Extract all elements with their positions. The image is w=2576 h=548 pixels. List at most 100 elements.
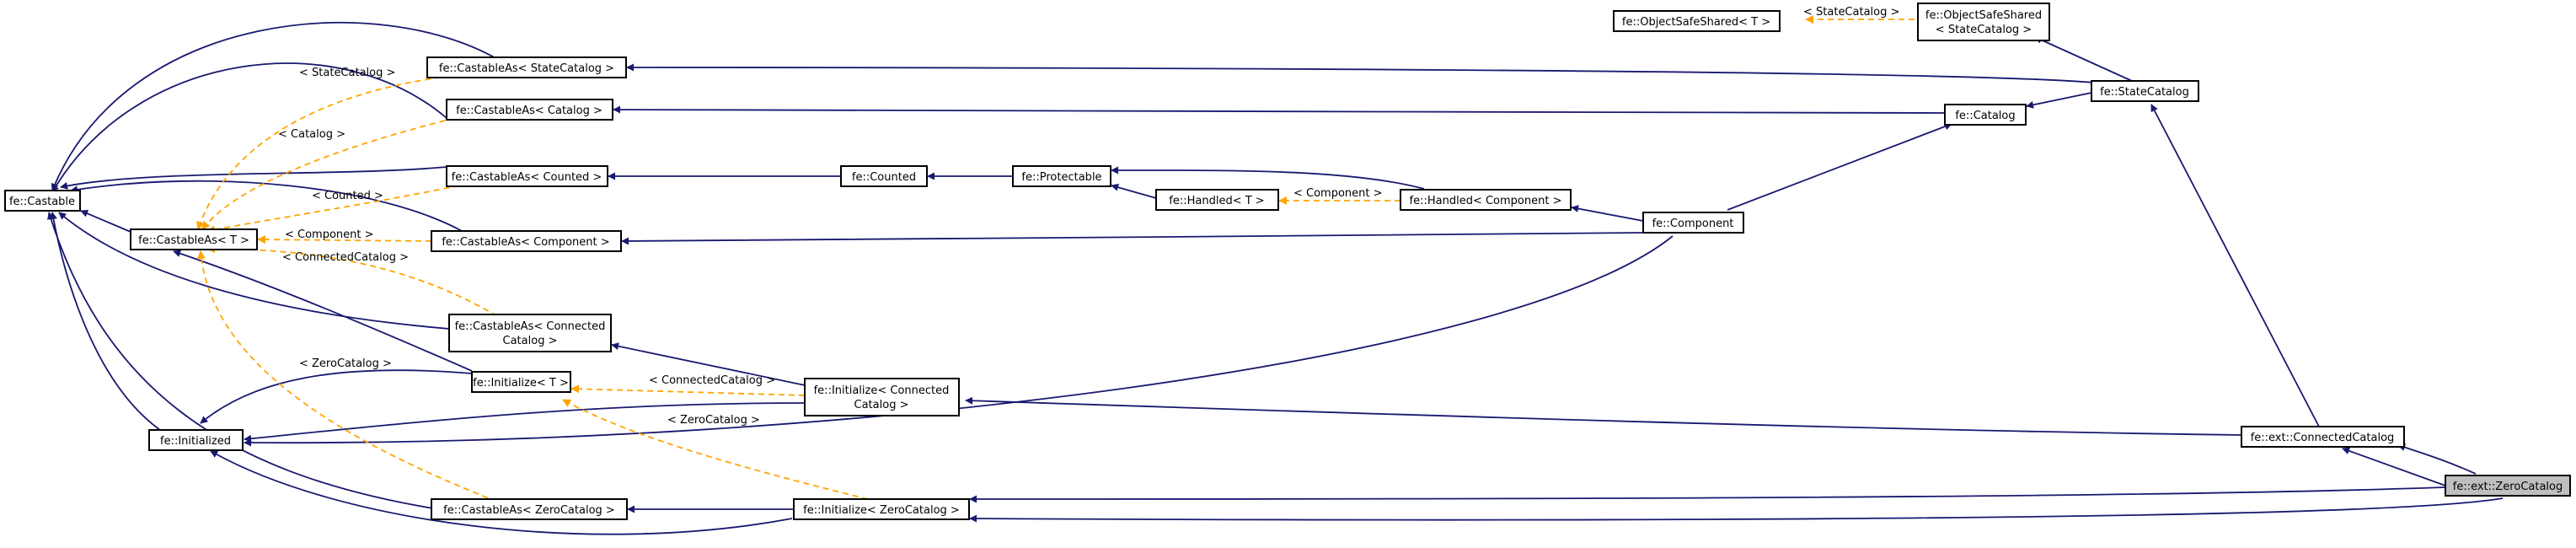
node-initialized-label: fe::Initialized	[160, 435, 231, 448]
node-handled-component[interactable]: fe::Handled< Component >	[1400, 189, 1572, 211]
tedge-init-connected-to-initialize-t	[570, 384, 806, 396]
edge-handled-t-to-protectable	[1111, 183, 1157, 199]
tedge-ca-catalog-to-castableas-t	[201, 117, 456, 230]
edge-initialized-to-castable	[50, 212, 161, 431]
node-connectedcatalog-label: fe::ext::ConnectedCatalog	[2251, 432, 2395, 444]
edge-ca-zerocatalog-to-castable	[47, 212, 439, 510]
edge-catalog-to-ca-catalog	[613, 105, 1946, 114]
node-handled-component-label: fe::Handled< Component >	[1410, 195, 1562, 207]
node-ca-connected[interactable]: fe::CastableAs< Connected Catalog >	[448, 314, 612, 352]
node-protectable[interactable]: fe::Protectable	[1012, 165, 1111, 187]
node-objectsafeshared-t[interactable]: fe::ObjectSafeShared< T >	[1613, 10, 1781, 32]
node-castable-label: fe::Castable	[9, 196, 75, 208]
node-castableas-t-label: fe::CastableAs< T >	[138, 234, 249, 247]
node-protectable-label: fe::Protectable	[1021, 171, 1101, 184]
edge-ca-catalog-to-castable	[51, 62, 447, 193]
edge-ca-counted-to-castable	[60, 166, 447, 190]
node-ca-catalog-label: fe::CastableAs< Catalog >	[456, 105, 602, 117]
node-initialized[interactable]: fe::Initialized	[148, 429, 244, 451]
tedge-ca-connected-to-castableas-t	[206, 244, 498, 317]
edge-label-connectedcatalog-a: < ConnectedCatalog >	[282, 251, 409, 264]
node-statecatalog-label: fe::StateCatalog	[2100, 86, 2189, 99]
node-castable[interactable]: fe::Castable	[4, 190, 81, 212]
node-init-connected-label-2: Catalog >	[854, 399, 909, 411]
node-connectedcatalog[interactable]: fe::ext::ConnectedCatalog	[2241, 426, 2405, 448]
edge-zerocatalog-to-connectedcatalog-2	[2397, 443, 2477, 475]
node-initialize-t[interactable]: fe::Initialize< T >	[471, 371, 571, 393]
node-zerocatalog-label: fe::ext::ZeroCatalog	[2453, 481, 2563, 493]
node-initialize-t-label: fe::Initialize< T >	[473, 377, 569, 390]
edge-label-connectedcatalog-b: < ConnectedCatalog >	[649, 374, 775, 387]
node-init-zerocatalog-label: fe::Initialize< ZeroCatalog >	[803, 504, 960, 517]
tedge-init-zerocatalog-to-initialize-t	[562, 399, 869, 500]
node-oss-statecatalog[interactable]: fe::ObjectSafeShared < StateCatalog >	[1917, 3, 2050, 41]
edge-zerocatalog-to-init-zerocatalog-1	[969, 486, 2446, 503]
edge-ca-component-to-castable	[70, 180, 464, 233]
edge-connectedcatalog-to-init-connected	[965, 396, 2242, 436]
edge-zerocatalog-to-connectedcatalog-1	[2342, 447, 2446, 486]
edge-initialize-t-to-castableas-t	[173, 250, 473, 372]
nodes: fe::Castable fe::CastableAs< T > fe::Ini…	[4, 3, 2571, 520]
node-objectsafeshared-t-label: fe::ObjectSafeShared< T >	[1622, 16, 1770, 29]
node-ca-statecatalog[interactable]: fe::CastableAs< StateCatalog >	[426, 56, 627, 78]
node-ca-connected-label-1: fe::CastableAs< Connected	[455, 320, 606, 333]
tedge-ca-counted-to-castableas-t	[206, 185, 460, 234]
node-counted-label: fe::Counted	[852, 171, 916, 184]
edge-component-to-initialized	[244, 235, 1674, 447]
inheritance-edges	[47, 21, 2504, 535]
edge-label-component-a: < Component >	[285, 228, 374, 241]
edge-label-catalog: < Catalog >	[278, 128, 345, 141]
edge-component-to-ca-component	[621, 232, 1644, 245]
node-ca-zerocatalog-label: fe::CastableAs< ZeroCatalog >	[443, 504, 615, 517]
edge-label-counted: < Counted >	[312, 190, 383, 202]
node-ca-statecatalog-label: fe::CastableAs< StateCatalog >	[439, 62, 614, 75]
node-statecatalog[interactable]: fe::StateCatalog	[2091, 80, 2199, 102]
node-ca-zerocatalog[interactable]: fe::CastableAs< ZeroCatalog >	[431, 498, 628, 520]
edge-init-connected-to-initialized	[244, 402, 806, 443]
edge-statecatalog-to-catalog	[2026, 92, 2092, 109]
edge-label-oss-statecatalog: < StateCatalog >	[1803, 6, 1899, 19]
node-oss-statecatalog-label-1: fe::ObjectSafeShared	[1925, 9, 2042, 22]
node-init-connected[interactable]: fe::Initialize< Connected Catalog >	[804, 378, 960, 416]
edge-initialize-t-to-initialized	[200, 369, 473, 424]
node-ca-counted-label: fe::CastableAs< Counted >	[452, 171, 602, 184]
edge-handled-component-to-protectable	[1111, 166, 1425, 190]
node-ca-component[interactable]: fe::CastableAs< Component >	[431, 230, 622, 252]
node-ca-component-label: fe::CastableAs< Component >	[442, 236, 609, 249]
node-castableas-t[interactable]: fe::CastableAs< T >	[130, 228, 258, 250]
node-ca-counted[interactable]: fe::CastableAs< Counted >	[446, 165, 608, 187]
node-component[interactable]: fe::Component	[1642, 212, 1744, 234]
edge-ca-statecatalog-to-castable	[51, 21, 498, 191]
edge-label-zerocatalog-b: < ZeroCatalog >	[667, 414, 760, 427]
node-ca-catalog[interactable]: fe::CastableAs< Catalog >	[446, 99, 613, 121]
node-counted[interactable]: fe::Counted	[840, 165, 928, 187]
node-catalog-label: fe::Catalog	[1955, 110, 2015, 122]
edge-label-statecatalog: < StateCatalog >	[299, 67, 395, 79]
edge-label-component-b: < Component >	[1293, 187, 1383, 200]
node-init-zerocatalog[interactable]: fe::Initialize< ZeroCatalog >	[793, 498, 970, 520]
node-catalog[interactable]: fe::Catalog	[1944, 104, 2027, 126]
edge-statecatalog-to-oss-statecatalog	[2034, 36, 2133, 82]
edge-init-connected-to-ca-connected	[611, 342, 810, 387]
edge-component-to-catalog	[1727, 122, 1952, 211]
edge-component-to-handled-component	[1571, 205, 1644, 222]
node-oss-statecatalog-label-2: < StateCatalog >	[1936, 24, 2032, 36]
node-zerocatalog[interactable]: fe::ext::ZeroCatalog	[2445, 475, 2571, 497]
tedge-ca-component-to-castableas-t	[257, 235, 432, 244]
template-edges	[196, 15, 1915, 502]
edge-ca-connected-to-castable	[58, 212, 450, 330]
edge-init-zerocatalog-to-initialized	[210, 450, 793, 535]
edge-zerocatalog-to-init-zerocatalog-2	[969, 497, 2504, 523]
node-ca-connected-label-2: Catalog >	[503, 335, 558, 347]
edge-castableas-t-to-castable	[80, 210, 131, 233]
edge-statecatalog-to-ca-statecatalog	[626, 63, 2095, 83]
node-handled-t-label: fe::Handled< T >	[1169, 195, 1264, 207]
node-init-connected-label-1: fe::Initialize< Connected	[814, 384, 950, 397]
edge-label-zerocatalog-a: < ZeroCatalog >	[299, 357, 392, 370]
tedge-ca-zerocatalog-to-castableas-t	[196, 250, 498, 502]
edge-labels: < StateCatalog > < Catalog > < Counted >…	[278, 6, 1899, 427]
node-component-label: fe::Component	[1652, 218, 1734, 230]
node-handled-t[interactable]: fe::Handled< T >	[1155, 189, 1279, 211]
edge-connectedcatalog-to-statecatalog	[2150, 104, 2320, 427]
